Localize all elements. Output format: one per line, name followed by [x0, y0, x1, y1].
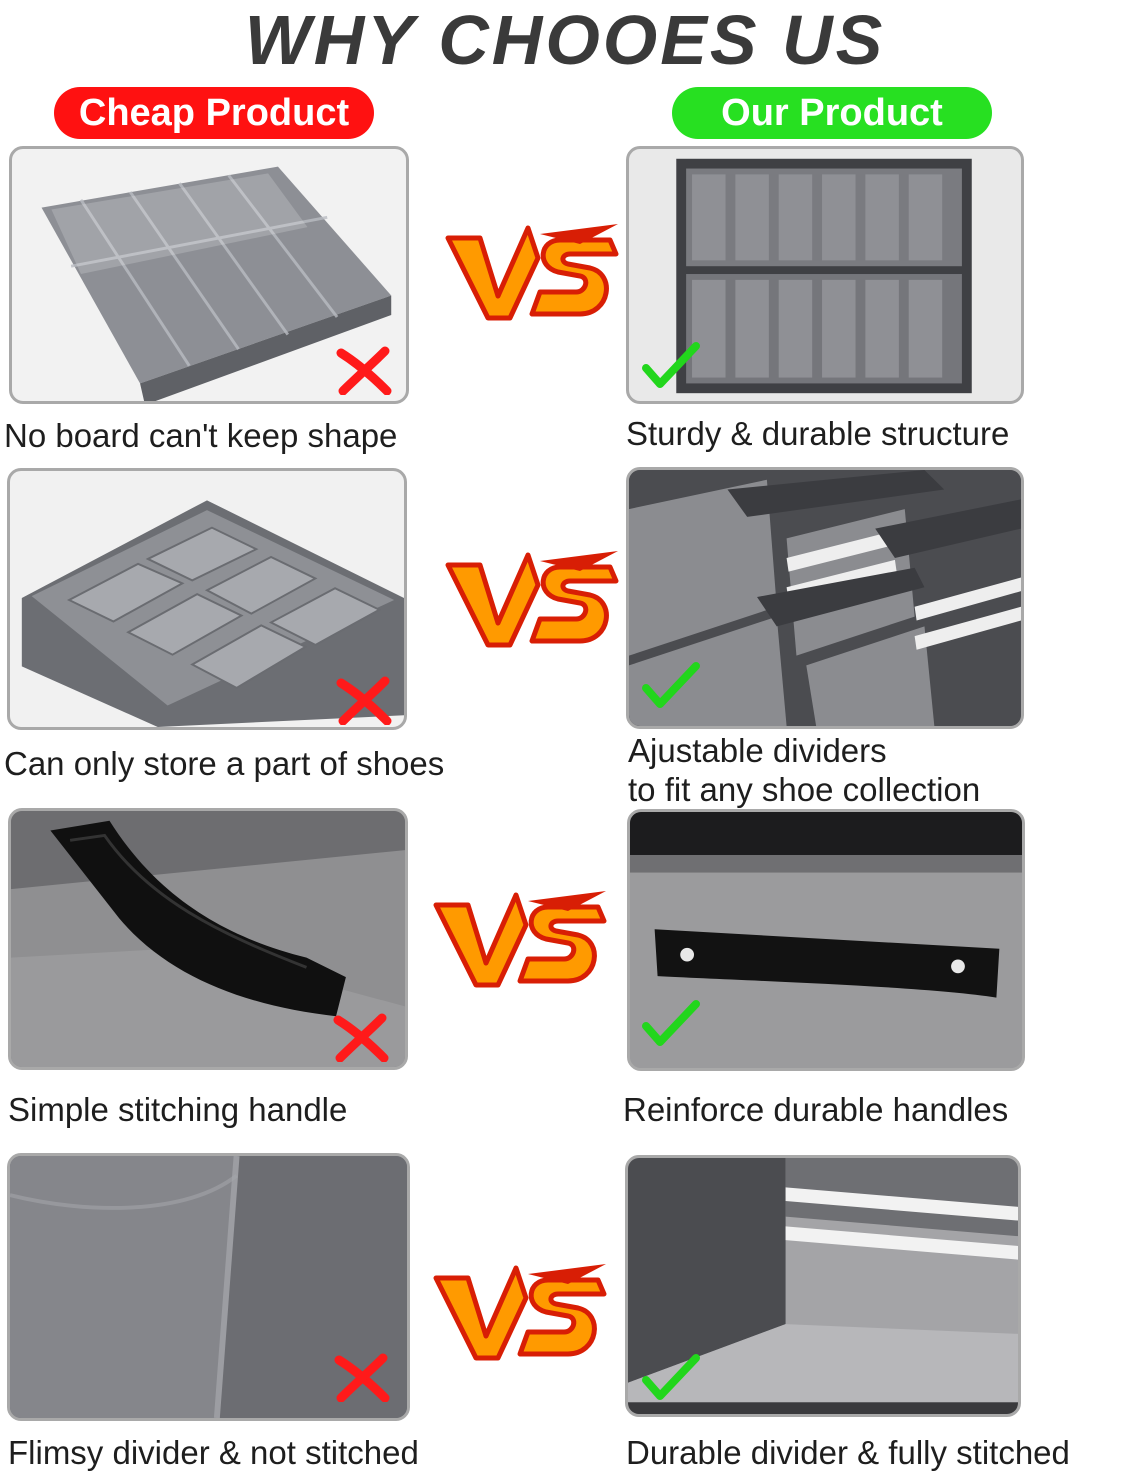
red-cross-icon	[332, 1012, 390, 1063]
our-caption-2-line1: Ajustable dividers	[628, 732, 887, 769]
vs-emblem-icon	[440, 545, 620, 655]
our-photo-1	[626, 146, 1024, 404]
cheap-caption-4: Flimsy divider & not stitched	[8, 1434, 419, 1471]
cheap-caption-2: Can only store a part of shoes	[4, 745, 445, 782]
cheap-caption-1: No board can't keep shape	[4, 417, 398, 454]
cheap-product-label: Cheap Product	[54, 87, 374, 139]
red-cross-icon	[333, 1352, 391, 1403]
our-product-label: Our Product	[672, 87, 992, 139]
green-check-icon	[642, 1352, 700, 1402]
red-cross-icon	[335, 345, 393, 396]
green-check-icon	[642, 998, 700, 1048]
page-title: WHY CHOOES US	[244, 1, 886, 79]
our-photo-2	[626, 467, 1024, 729]
vs-emblem-icon	[428, 885, 608, 995]
green-check-icon	[642, 340, 700, 390]
cheap-photo-4	[7, 1153, 410, 1421]
vs-emblem-icon	[428, 1258, 608, 1368]
our-photo-4	[625, 1155, 1021, 1417]
red-cross-icon	[335, 675, 393, 726]
our-photo-3	[627, 809, 1025, 1071]
green-check-icon	[642, 660, 700, 710]
our-caption-2-line2: to fit any shoe collection	[628, 771, 981, 808]
cheap-photo-1	[9, 146, 409, 404]
cheap-caption-3: Simple stitching handle	[8, 1091, 348, 1128]
our-caption-4: Durable divider & fully stitched	[626, 1434, 1070, 1471]
our-caption-3: Reinforce durable handles	[623, 1091, 1009, 1128]
our-caption-1: Sturdy & durable structure	[626, 415, 1010, 452]
vs-emblem-icon	[440, 218, 620, 328]
